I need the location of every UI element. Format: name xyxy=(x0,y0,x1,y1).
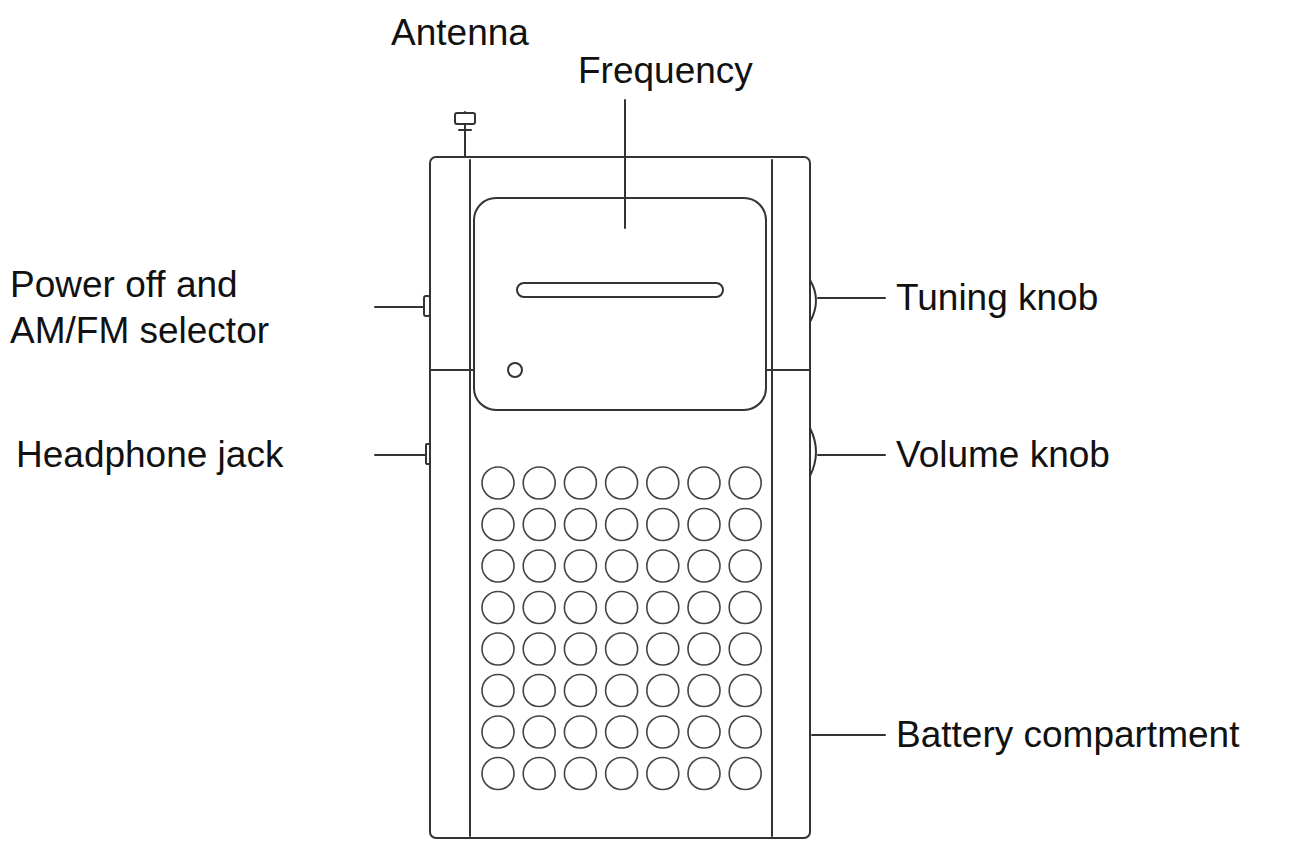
speaker-hole xyxy=(729,716,761,748)
speaker-hole xyxy=(482,509,514,541)
speaker-hole xyxy=(647,675,679,707)
part-label: Frequency xyxy=(578,48,778,94)
antenna-cap xyxy=(455,113,475,124)
speaker-hole xyxy=(482,633,514,665)
speaker-hole xyxy=(606,592,638,624)
part-label: Battery compartment xyxy=(896,712,1286,758)
speaker-hole xyxy=(482,592,514,624)
speaker-hole xyxy=(647,716,679,748)
part-label: Volume knob xyxy=(896,432,1276,478)
leader-line xyxy=(375,306,424,308)
speaker-hole xyxy=(482,716,514,748)
speaker-hole xyxy=(606,633,638,665)
power-selector xyxy=(424,296,430,316)
speaker-hole xyxy=(688,509,720,541)
speaker-hole xyxy=(564,675,596,707)
speaker-hole xyxy=(688,550,720,582)
speaker-hole xyxy=(523,550,555,582)
leader-line xyxy=(812,734,885,736)
part-label: Power off and AM/FM selector xyxy=(10,262,350,355)
speaker-hole xyxy=(647,550,679,582)
speaker-hole xyxy=(482,550,514,582)
leader-line xyxy=(375,454,426,456)
frequency-scale xyxy=(517,283,723,297)
speaker-hole xyxy=(523,592,555,624)
side-panel-line xyxy=(771,160,773,836)
speaker-hole xyxy=(606,675,638,707)
speaker-hole xyxy=(688,633,720,665)
speaker-hole xyxy=(564,716,596,748)
part-label: Antenna xyxy=(380,10,540,56)
speaker-hole xyxy=(606,758,638,790)
leader-line xyxy=(818,454,885,456)
speaker-hole xyxy=(564,509,596,541)
speaker-hole xyxy=(523,758,555,790)
speaker-hole xyxy=(564,550,596,582)
speaker-hole xyxy=(647,509,679,541)
speaker-hole xyxy=(729,467,761,499)
tuning-knob xyxy=(810,280,816,322)
speaker-hole xyxy=(564,592,596,624)
indicator-light xyxy=(508,363,522,377)
speaker-hole xyxy=(647,467,679,499)
speaker-hole xyxy=(564,633,596,665)
speaker-hole xyxy=(523,716,555,748)
headphone-jack-socket xyxy=(426,444,430,464)
speaker-hole xyxy=(482,758,514,790)
speaker-hole xyxy=(729,758,761,790)
speaker-hole xyxy=(729,633,761,665)
side-panel-line xyxy=(469,160,471,836)
speaker-hole xyxy=(482,467,514,499)
speaker-hole xyxy=(647,758,679,790)
speaker-hole xyxy=(523,675,555,707)
speaker-hole xyxy=(729,509,761,541)
part-label: Headphone jack xyxy=(16,432,356,478)
speaker-hole xyxy=(523,509,555,541)
speaker-hole xyxy=(606,550,638,582)
speaker-hole xyxy=(647,592,679,624)
speaker-hole xyxy=(688,716,720,748)
speaker-hole xyxy=(482,675,514,707)
leader-line xyxy=(624,100,626,228)
radio-body xyxy=(430,157,810,838)
speaker-hole xyxy=(606,509,638,541)
speaker-hole xyxy=(729,550,761,582)
part-label: Tuning knob xyxy=(896,275,1276,321)
speaker-hole xyxy=(606,716,638,748)
speaker-hole xyxy=(729,592,761,624)
speaker-hole xyxy=(729,675,761,707)
speaker-hole xyxy=(564,758,596,790)
speaker-hole xyxy=(647,633,679,665)
speaker-hole xyxy=(688,467,720,499)
speaker-hole xyxy=(523,633,555,665)
speaker-hole xyxy=(688,758,720,790)
speaker-grille xyxy=(482,467,761,790)
antenna-joint xyxy=(459,129,471,131)
frequency-window xyxy=(474,198,766,410)
volume-knob xyxy=(810,428,816,476)
speaker-hole xyxy=(606,467,638,499)
leader-line xyxy=(818,297,885,299)
speaker-hole xyxy=(688,592,720,624)
speaker-hole xyxy=(688,675,720,707)
speaker-hole xyxy=(523,467,555,499)
speaker-hole xyxy=(564,467,596,499)
